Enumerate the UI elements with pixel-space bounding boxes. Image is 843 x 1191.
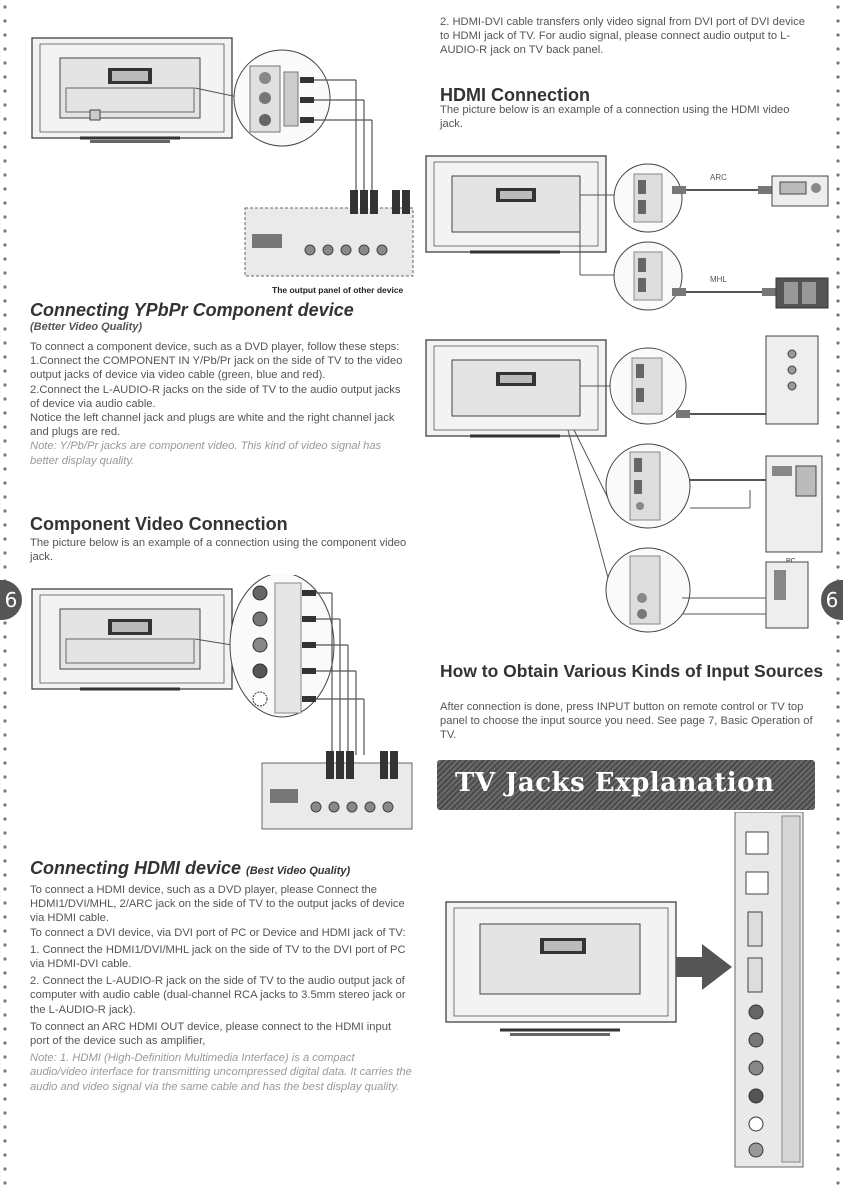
hdmi-connection-text: The picture below is an example of a con… xyxy=(440,104,790,131)
tv-jacks-diagram xyxy=(445,812,804,1168)
hdmi-device-heading: Connecting HDMI device (Best Video Quali… xyxy=(30,858,350,879)
ypbpr-connection-diagram xyxy=(31,37,414,277)
hdmi-connection-diagram: ARC MHL PC xyxy=(425,155,829,633)
input-sources-heading: How to Obtain Various Kinds of Input Sou… xyxy=(440,661,824,681)
tv-back-illustration xyxy=(31,37,233,143)
hdmi-device-heading-suffix: (Best Video Quality) xyxy=(246,865,351,877)
tv-jacks-banner: TV Jacks Explanation xyxy=(437,760,815,810)
mhl-label: MHL xyxy=(710,275,727,284)
arc-label: ARC xyxy=(710,173,727,182)
tv-back-middle xyxy=(425,339,607,438)
ypbpr-step2: 2.Connect the L-AUDIO-R jacks on the sid… xyxy=(30,383,401,410)
hdmi-device-p5: To connect an ARC HDMI OUT device, pleas… xyxy=(30,1020,392,1048)
hdmi-device-instructions: To connect a HDMI device, such as a DVD … xyxy=(30,883,412,1094)
hdmi-device-heading-text: Connecting HDMI device xyxy=(30,858,242,878)
hdmi-device-p1: To connect a HDMI device, such as a DVD … xyxy=(30,884,405,925)
hdmi-device-note: Note: 1. HDMI (High-Definition Multimedi… xyxy=(30,1052,412,1093)
ypbpr-intro: To connect a component device, such as a… xyxy=(30,341,400,353)
ypbpr-step1: 1.Connect the COMPONENT IN Y/Pb/Pr jack … xyxy=(30,355,403,382)
hdmi-connection-heading: HDMI Connection xyxy=(440,85,590,105)
ypbpr-subheading: (Better Video Quality) xyxy=(30,321,143,333)
hdmi-device-p3: 1. Connect the HDMI1/DVI/MHL jack on the… xyxy=(30,943,406,971)
component-text: The picture below is an example of a con… xyxy=(30,537,407,564)
hdmi-device-p2: To connect a DVI device, via DVI port of… xyxy=(30,926,406,939)
ypbpr-heading: Connecting YPbPr Component device xyxy=(30,300,354,320)
tv-back-jacks xyxy=(445,901,677,1036)
ypbpr-notice: Notice the left channel jack and plugs a… xyxy=(30,412,395,439)
component-connection-diagram xyxy=(31,575,413,830)
input-sources-text: After connection is done, press INPUT bu… xyxy=(440,701,813,742)
tv-jacks-banner-title: TV Jacks Explanation xyxy=(455,768,775,798)
tv-back-illustration-2 xyxy=(31,588,233,691)
ypbpr-instructions: To connect a component device, such as a… xyxy=(30,340,412,468)
ypbpr-note: Note: Y/Pb/Pr jacks are component video.… xyxy=(30,440,382,467)
page-number-tab-left: 6 xyxy=(0,580,22,620)
page-number-tab-right: 6 xyxy=(821,580,843,620)
tv-back-top xyxy=(425,155,607,254)
output-panel-caption: The output panel of other device xyxy=(272,285,404,295)
component-heading: Component Video Connection xyxy=(30,514,288,534)
dvi-audio-text: 2. HDMI-DVI cable transfers only video s… xyxy=(440,16,805,57)
hdmi-device-p4: 2. Connect the L-AUDIO-R jack on the sid… xyxy=(30,975,406,1016)
